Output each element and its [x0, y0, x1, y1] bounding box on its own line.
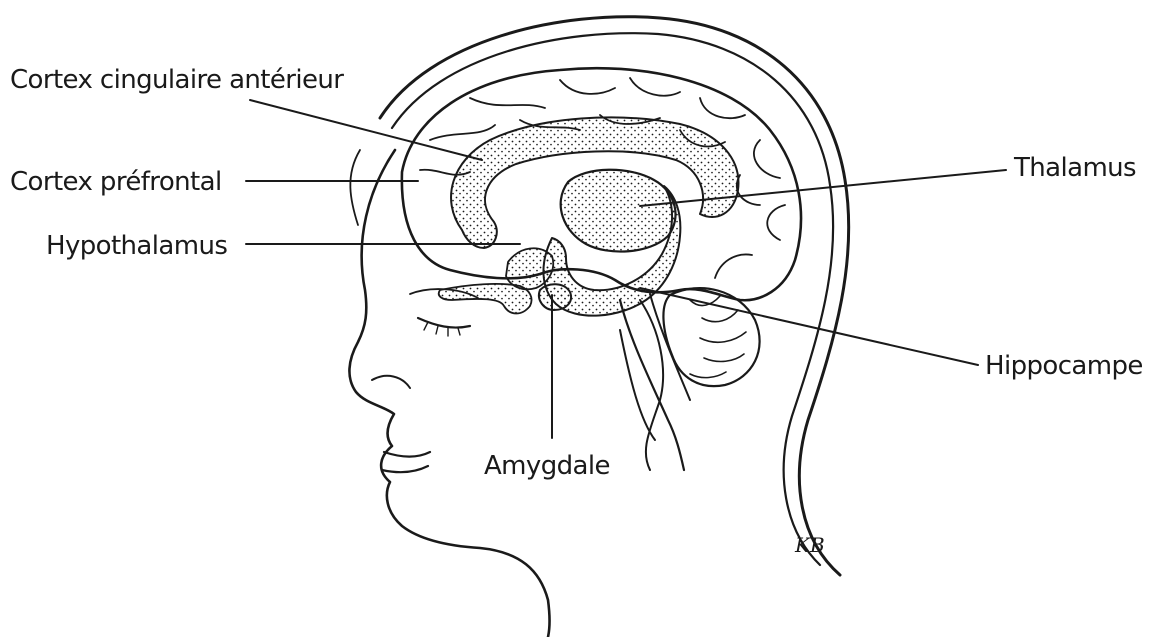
mouth — [382, 452, 430, 472]
artist-signature: KB — [794, 533, 825, 557]
label-amygdala: Amygdale — [484, 451, 610, 481]
nostril — [372, 376, 410, 388]
label-prefrontal-cortex: Cortex préfrontal — [10, 167, 222, 197]
label-anterior-cingulate-cortex: Cortex cingulaire antérieur — [10, 65, 344, 95]
amygdala — [539, 284, 571, 310]
neck-line — [620, 330, 655, 440]
hair-strand — [350, 150, 360, 225]
label-hypothalamus: Hypothalamus — [46, 231, 227, 261]
brainstem — [620, 300, 684, 470]
leader-line-hippocampus — [640, 288, 978, 365]
label-thalamus: Thalamus — [1013, 153, 1136, 183]
eyelashes — [424, 322, 460, 336]
face-profile — [349, 150, 549, 637]
olfactory-tract — [439, 284, 532, 314]
leader-line-acc — [250, 100, 482, 160]
label-hippocampus: Hippocampe — [985, 351, 1143, 381]
thalamus — [561, 170, 676, 252]
cerebellum-folds — [690, 296, 746, 378]
